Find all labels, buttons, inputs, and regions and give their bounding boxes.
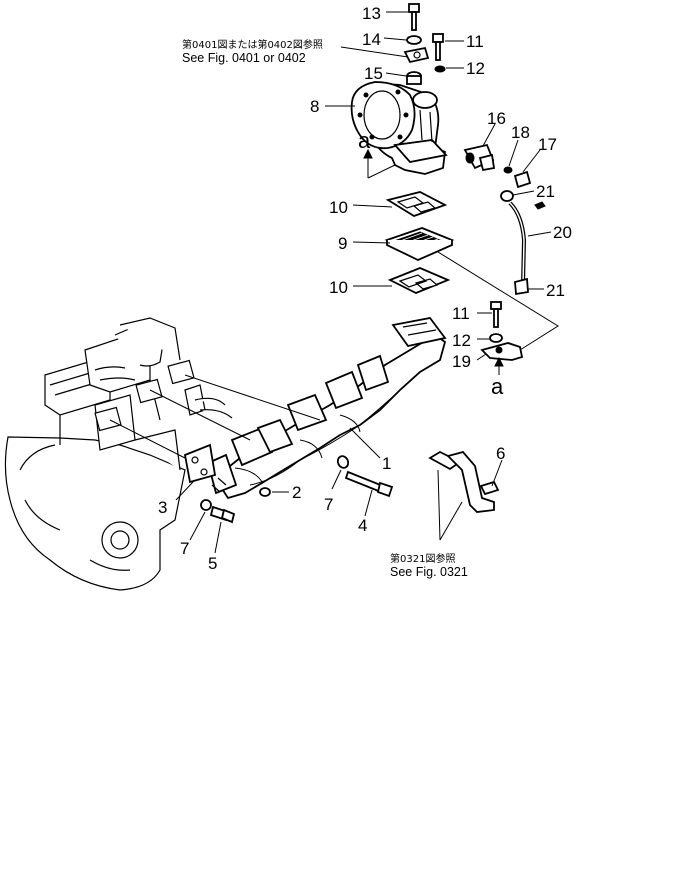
note-top-jp: 第0401図または第0402図参照 [182, 38, 323, 51]
bracket-6 [428, 450, 500, 513]
label-8: 8 [310, 97, 319, 116]
hose-20 [508, 201, 527, 286]
washer-18 [503, 166, 513, 174]
ref-a-top: a [358, 128, 371, 153]
reference-notes: 第0401図または第0402図参照 See Fig. 0401 or 0402 … [182, 38, 468, 579]
gasket-10-bottom [387, 267, 451, 294]
bolt-17 [513, 170, 532, 189]
gasket-10-top [385, 191, 448, 217]
gasket-3 [183, 443, 217, 484]
label-6: 6 [496, 444, 505, 463]
label-20: 20 [553, 223, 572, 242]
washer-12-bottom [489, 333, 503, 343]
label-1: 1 [382, 454, 391, 473]
label-10-bottom: 10 [329, 278, 348, 297]
washer-14 [406, 35, 422, 45]
label-15: 15 [364, 64, 383, 83]
spacer-15 [406, 71, 422, 85]
plug-2 [259, 487, 271, 497]
label-3: 3 [158, 498, 167, 517]
elbow-8 [350, 81, 448, 175]
label-2: 2 [292, 483, 301, 502]
note-top-en: See Fig. 0401 or 0402 [182, 51, 306, 65]
washer-12-top [434, 65, 446, 73]
bolt-11-top [432, 33, 444, 61]
ref-a-bottom: a [491, 374, 504, 399]
note-bottom-en: See Fig. 0321 [390, 565, 468, 579]
label-5: 5 [208, 554, 217, 573]
bolt-11-bottom [490, 301, 502, 328]
label-10-top: 10 [329, 198, 348, 217]
label-14: 14 [362, 30, 381, 49]
part-labels: 13 14 11 12 15 8 16 18 17 21 10 20 9 10 … [158, 4, 572, 573]
leader-lines [109, 11, 559, 554]
label-19: 19 [452, 352, 471, 371]
label-11-bottom: 11 [452, 304, 470, 323]
engine-block [4, 317, 233, 591]
clamp-16 [463, 143, 496, 172]
label-4: 4 [358, 516, 367, 535]
label-12-bottom: 12 [452, 331, 471, 350]
label-16: 16 [487, 109, 506, 128]
note-bottom-jp: 第0321図参照 [390, 552, 455, 565]
label-18: 18 [511, 123, 530, 142]
washer-7-right [336, 455, 350, 469]
label-9: 9 [338, 234, 347, 253]
bolt-5 [209, 505, 236, 524]
label-7-left: 7 [180, 539, 189, 558]
label-17: 17 [538, 135, 557, 154]
label-12-top: 12 [466, 59, 485, 78]
bolt-13 [408, 3, 420, 31]
label-11-top: 11 [466, 32, 484, 51]
label-21-top: 21 [536, 182, 555, 201]
label-13: 13 [362, 4, 381, 23]
fitting-21-bottom [514, 277, 529, 296]
washer-7-left [200, 499, 212, 511]
bolt-4 [344, 470, 394, 498]
label-21-bottom: 21 [546, 281, 565, 300]
exhaust-manifold [206, 317, 447, 500]
screen-9 [384, 227, 455, 261]
label-7-right: 7 [324, 495, 333, 514]
fitting-21-top [500, 190, 546, 210]
clamp-19 [480, 342, 524, 361]
clip-14-tab [403, 46, 430, 64]
